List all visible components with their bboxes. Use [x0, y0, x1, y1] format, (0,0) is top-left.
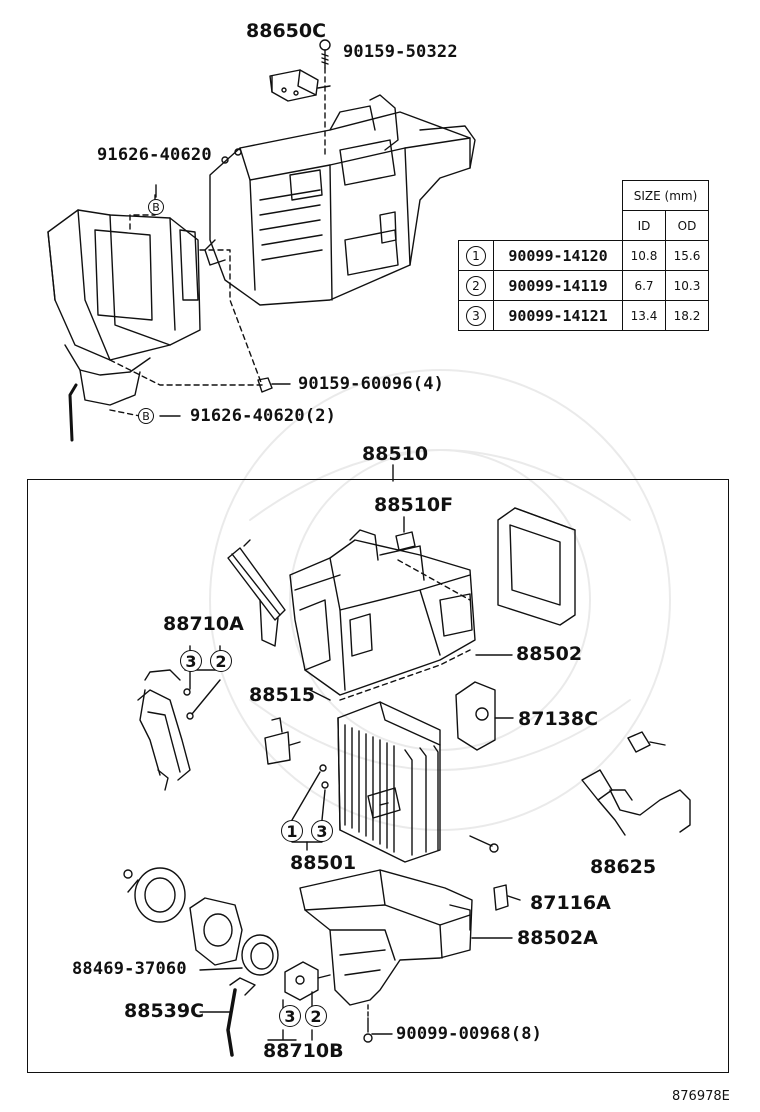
label-88710B: 88710B	[263, 1040, 344, 1062]
gasket-plate	[189, 897, 243, 966]
hose-88539C	[226, 977, 256, 1057]
table-title: SIZE (mm)	[622, 180, 709, 211]
valve-88710B	[284, 961, 331, 1001]
inner-diameter: 13.4	[622, 300, 666, 331]
row-index: 3	[466, 305, 486, 326]
screw-60096	[257, 377, 291, 393]
label-88502A: 88502A	[517, 927, 598, 949]
evaporator	[337, 701, 441, 863]
assembly-frame-88510	[27, 479, 729, 1073]
row-index: 2	[466, 275, 486, 296]
label-87116A: 87116A	[530, 892, 611, 914]
label-88625: 88625	[590, 856, 657, 878]
bolt-evap	[469, 835, 499, 853]
oring-2-marker-valve: 2	[305, 1005, 327, 1027]
label-91626-40620-2: 91626-40620(2)	[190, 406, 337, 426]
screw-00968	[363, 1017, 393, 1043]
plate-87138C	[455, 681, 514, 751]
label-88650C: 88650C	[246, 20, 327, 42]
col-id: ID	[622, 210, 666, 241]
hose-size-table: SIZE (mm) ID OD 1 90099-14120 10.8 15.6 …	[458, 180, 709, 331]
heater-unit-upper	[204, 94, 476, 306]
clip-87116A	[493, 884, 521, 911]
sensor-88510F	[395, 516, 416, 551]
label-88539C: 88539C	[124, 1000, 205, 1022]
label-88502: 88502	[516, 643, 583, 665]
label-88501: 88501	[290, 852, 357, 874]
label-88710A: 88710A	[163, 613, 244, 635]
table-row: 2 90099-14119 6.7 10.3	[458, 270, 709, 301]
clip-b-marker-bottom: B	[138, 408, 154, 424]
inner-diameter: 6.7	[622, 270, 666, 301]
table-row: 1 90099-14120 10.8 15.6	[458, 240, 709, 271]
label-88510: 88510	[362, 443, 429, 465]
sensor-88515	[264, 717, 301, 765]
col-od: OD	[665, 210, 709, 241]
part-number: 90099-14120	[493, 240, 623, 271]
clip-b-marker-top: B	[148, 199, 164, 215]
pipe-88710A	[137, 669, 194, 791]
label-90099-00968: 90099-00968(8)	[396, 1024, 543, 1044]
part-number: 90099-14121	[493, 300, 623, 331]
outer-diameter: 18.2	[665, 300, 709, 331]
grommet-ring	[123, 867, 186, 923]
oring-3-marker-evap: 3	[311, 820, 333, 842]
screw-top	[319, 39, 331, 69]
heater-case-middle	[289, 529, 476, 701]
label-90159-60096: 90159-60096(4)	[298, 374, 445, 394]
oring-1-marker: 1	[281, 820, 303, 842]
table-row: 3 90099-14121 13.4 18.2	[458, 300, 709, 331]
label-91626-40620-top: 91626-40620	[97, 145, 212, 165]
inner-diameter: 10.8	[622, 240, 666, 271]
outer-diameter: 10.3	[665, 270, 709, 301]
oring-3-marker-valve: 3	[279, 1005, 301, 1027]
lower-case-88502A	[299, 869, 513, 1006]
label-90159-50322: 90159-50322	[343, 42, 458, 62]
label-88469-37060: 88469-37060	[72, 959, 187, 979]
oring-3-marker: 3	[180, 650, 202, 672]
resistor-88650C	[269, 69, 331, 102]
oring-2-marker: 2	[210, 650, 232, 672]
row-index: 1	[466, 245, 486, 266]
pipe-upper	[227, 539, 286, 647]
ring-88469	[241, 934, 279, 976]
label-87138C: 87138C	[518, 708, 599, 730]
wire-harness-88625	[581, 731, 691, 836]
gasket-frame	[497, 507, 576, 626]
diagram-code: 876978E	[672, 1089, 730, 1104]
part-number: 90099-14119	[493, 270, 623, 301]
label-88515: 88515	[249, 684, 316, 706]
label-88510F: 88510F	[374, 494, 454, 516]
duct-left	[47, 209, 201, 442]
outer-diameter: 15.6	[665, 240, 709, 271]
